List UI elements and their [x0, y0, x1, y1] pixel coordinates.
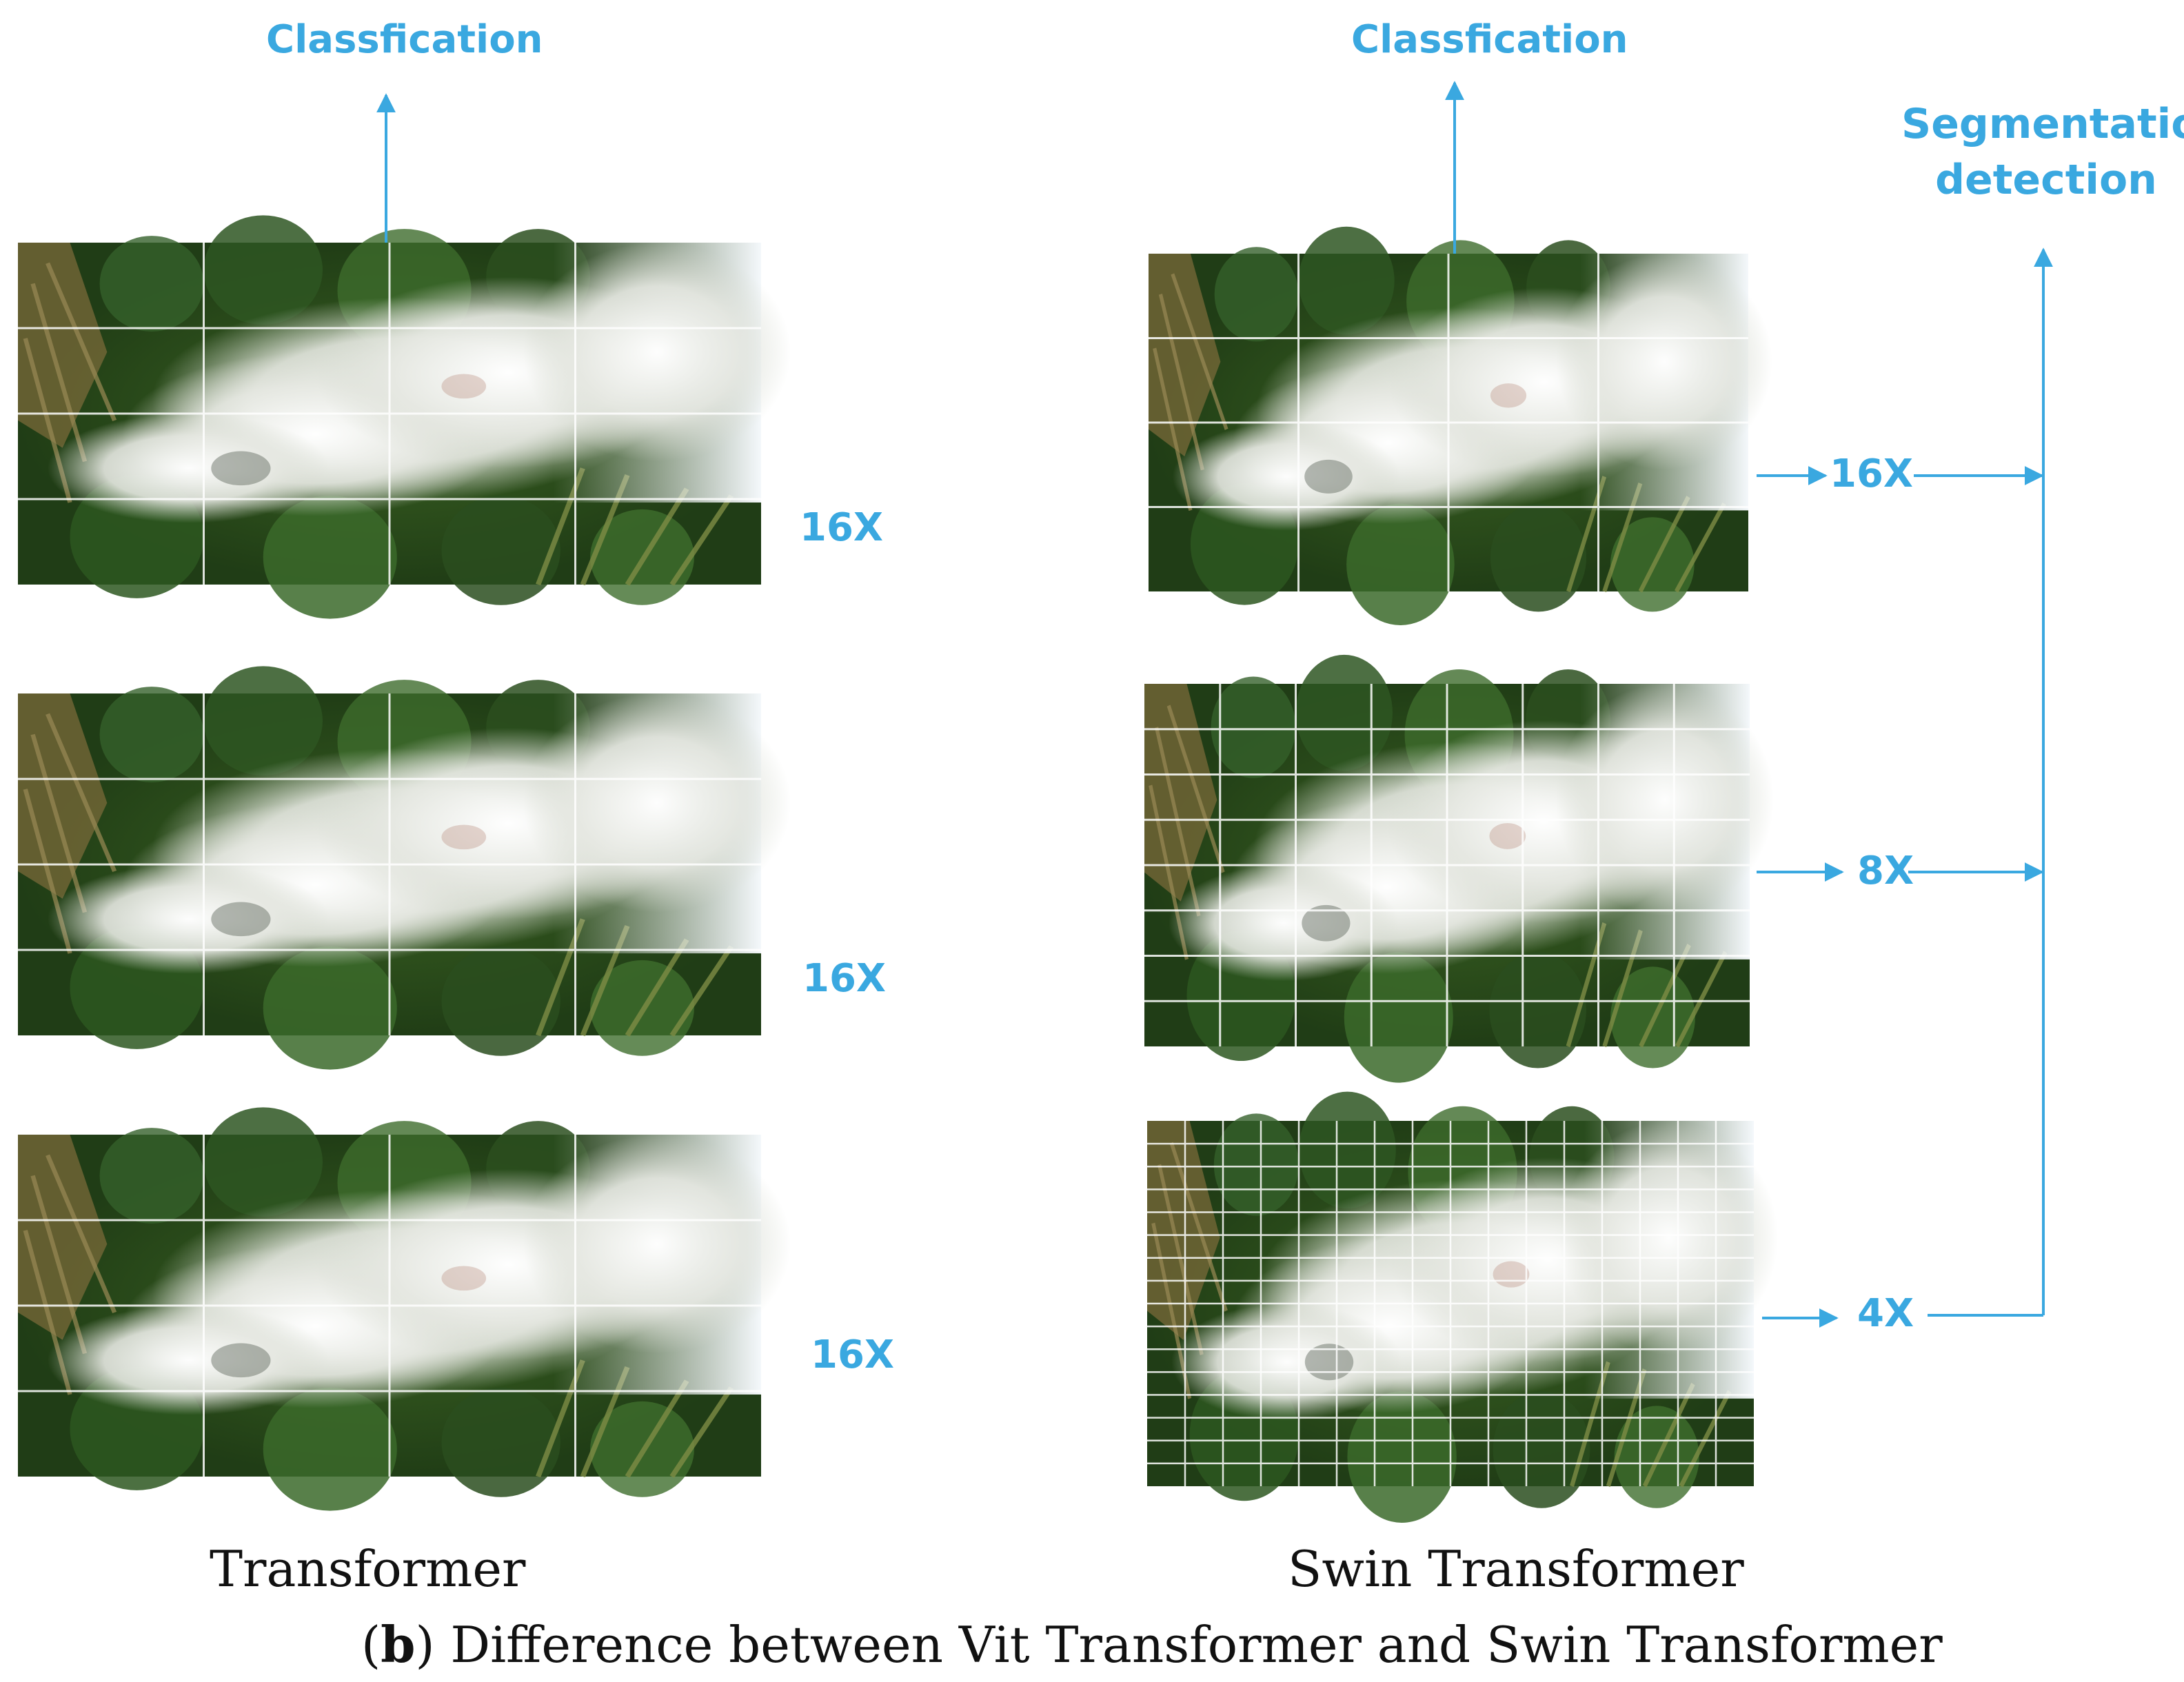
left-scale-label-3: 16X — [811, 1333, 895, 1377]
segmentation-label-line1: Segmentation — [1901, 100, 2184, 148]
right-panel-title: Swin Transformer — [1288, 1540, 1744, 1598]
left-image-2-picture — [18, 666, 791, 1069]
segmentation-detection-label: Segmentation detection — [1901, 97, 2184, 208]
right-scale-label-1: 16X — [1830, 452, 1914, 496]
figure-caption: (b) Difference between Vit Transformer a… — [361, 1615, 1943, 1674]
right-scale-label-2: 8X — [1857, 849, 1914, 893]
image-panels — [18, 215, 1778, 1523]
left-classification-label: Classfication — [266, 17, 543, 62]
left-image-1-patch-grid — [18, 243, 761, 585]
left-image-2 — [18, 666, 791, 1069]
right-image-3-picture — [1147, 1092, 1778, 1523]
right-classification-label: Classfication — [1351, 17, 1628, 62]
left-scale-label-1: 16X — [800, 505, 884, 550]
right-image-1-picture — [1149, 227, 1772, 625]
right-image-1-patch-grid — [1149, 254, 1748, 591]
right-image-1 — [1149, 227, 1772, 625]
left-image-2-patch-grid — [18, 693, 761, 1035]
left-panel-title: Transformer — [210, 1540, 526, 1598]
right-scale-label-3: 4X — [1857, 1291, 1914, 1336]
left-image-3 — [18, 1107, 791, 1510]
right-image-3 — [1147, 1092, 1778, 1523]
caption-tag: b — [381, 1615, 416, 1674]
left-image-1-picture — [18, 215, 791, 618]
left-scale-label-2: 16X — [802, 956, 887, 1001]
left-image-3-picture — [18, 1107, 791, 1510]
right-image-2 — [1144, 655, 1774, 1083]
segmentation-label-line2: detection — [1935, 156, 2157, 204]
right-image-3-patch-grid — [1147, 1121, 1754, 1486]
right-image-2-patch-grid — [1144, 684, 1750, 1046]
right-image-2-picture — [1144, 655, 1774, 1083]
caption-text: Difference between Vit Transformer and S… — [450, 1616, 1943, 1674]
left-image-3-patch-grid — [18, 1135, 761, 1477]
left-image-1 — [18, 215, 791, 618]
